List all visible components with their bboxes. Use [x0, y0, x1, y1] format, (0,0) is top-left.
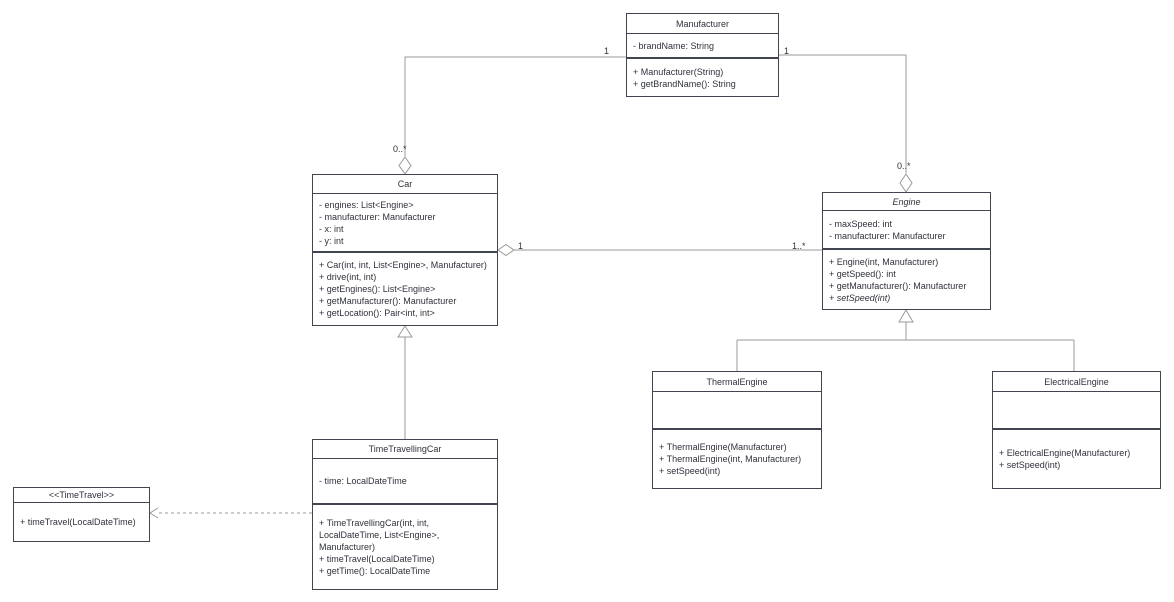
methods-compartment: + Engine(int, Manufacturer) + getSpeed()… [823, 250, 990, 309]
class-title: Manufacturer [627, 14, 778, 34]
attributes-compartment-empty [653, 392, 821, 430]
method: + Car(int, int, List<Engine>, Manufactur… [319, 260, 487, 270]
method: + getTime(): LocalDateTime [319, 566, 431, 576]
multiplicity-car-engine-1: 1 [518, 241, 524, 251]
methods-compartment: + Manufacturer(String) + getBrandName():… [627, 59, 778, 96]
multiplicity-engine-0-star: 0..* [897, 161, 911, 171]
class-title-abstract: Engine [823, 193, 990, 211]
aggregation-diamond-icon-car-top [398, 156, 412, 175]
multiplicity-engine-1-star: 1..* [792, 241, 806, 251]
attribute: - brandName: String [633, 40, 715, 51]
method: + timeTravel(LocalDateTime) [20, 517, 136, 527]
class-box-thermal-engine: ThermalEngine + ThermalEngine(Manufactur… [652, 371, 822, 489]
multiplicity-car-0-star: 0..* [393, 144, 407, 154]
generalization-triangle-icon-engine-bottom [898, 309, 914, 323]
class-box-engine: Engine - maxSpeed: int - manufacturer: M… [822, 192, 991, 310]
method: + ThermalEngine(int, Manufacturer) [659, 454, 802, 464]
methods-compartment: + timeTravel(LocalDateTime) [14, 503, 149, 541]
methods-compartment: + TimeTravellingCar(int, int, LocalDateT… [313, 505, 497, 589]
abstract-method: + setSpeed(int) [829, 292, 891, 303]
attribute: - manufacturer: Manufacturer [319, 211, 436, 222]
method: + TimeTravellingCar(int, int, LocalDateT… [319, 518, 440, 552]
open-arrowhead-icon-timetravel [149, 507, 159, 519]
attributes-compartment: - time: LocalDateTime [313, 459, 497, 505]
method: + getLocation(): Pair<int, int> [319, 308, 435, 318]
aggregation-line-manufacturer-engine [779, 54, 907, 173]
class-box-electrical-engine: ElectricalEngine + ElectricalEngine(Manu… [992, 371, 1161, 489]
method: + getEngines(): List<Engine> [319, 284, 436, 294]
attribute: - y: int [319, 235, 344, 246]
method: + drive(int, int) [319, 272, 377, 282]
method: + getManufacturer(): Manufacturer [829, 280, 967, 291]
method: + setSpeed(int) [999, 460, 1061, 470]
class-box-time-travelling-car: TimeTravellingCar - time: LocalDateTime … [312, 439, 498, 590]
generalization-lines-engines [736, 322, 1075, 371]
aggregation-diamond-icon-engine-top [899, 173, 913, 193]
attributes-compartment: - engines: List<Engine> - manufacturer: … [313, 194, 497, 253]
class-title: Car [313, 175, 497, 194]
method: + ThermalEngine(Manufacturer) [659, 442, 787, 452]
method: + setSpeed(int) [659, 466, 721, 476]
method: + Engine(int, Manufacturer) [829, 256, 939, 267]
method: + Manufacturer(String) [633, 66, 724, 77]
attributes-compartment: - brandName: String [627, 34, 778, 59]
method: + ElectricalEngine(Manufacturer) [999, 448, 1131, 458]
methods-compartment: + Car(int, int, List<Engine>, Manufactur… [313, 253, 497, 325]
aggregation-diamond-icon-car-right [497, 243, 515, 257]
method: + timeTravel(LocalDateTime) [319, 554, 435, 564]
attribute: - engines: List<Engine> [319, 199, 414, 210]
class-box-manufacturer: Manufacturer - brandName: String + Manuf… [626, 13, 779, 97]
attribute: - x: int [319, 223, 344, 234]
methods-compartment: + ThermalEngine(Manufacturer) + ThermalE… [653, 430, 821, 488]
method: + getBrandName(): String [633, 78, 736, 89]
attribute: - maxSpeed: int [829, 218, 893, 229]
class-box-car: Car - engines: List<Engine> - manufactur… [312, 174, 498, 326]
method: + getManufacturer(): Manufacturer [319, 296, 457, 306]
attribute: - manufacturer: Manufacturer [829, 230, 946, 241]
multiplicity-manufacturer-car-1: 1 [604, 46, 610, 56]
class-box-time-travel-interface: <<TimeTravel>> + timeTravel(LocalDateTim… [13, 487, 150, 542]
class-title: ElectricalEngine [993, 372, 1160, 392]
aggregation-line-manufacturer-car [404, 56, 626, 156]
attributes-compartment: - maxSpeed: int - manufacturer: Manufact… [823, 211, 990, 250]
stereotype-title: <<TimeTravel>> [14, 488, 149, 503]
generalization-triangle-icon-car-bottom [397, 325, 413, 338]
attribute: - time: LocalDateTime [319, 476, 407, 486]
methods-compartment: + ElectricalEngine(Manufacturer) + setSp… [993, 430, 1160, 488]
method: + getSpeed(): int [829, 268, 896, 279]
attributes-compartment-empty [993, 392, 1160, 430]
class-title: ThermalEngine [653, 372, 821, 392]
class-title: TimeTravellingCar [313, 440, 497, 459]
multiplicity-manufacturer-engine-1: 1 [784, 46, 790, 56]
